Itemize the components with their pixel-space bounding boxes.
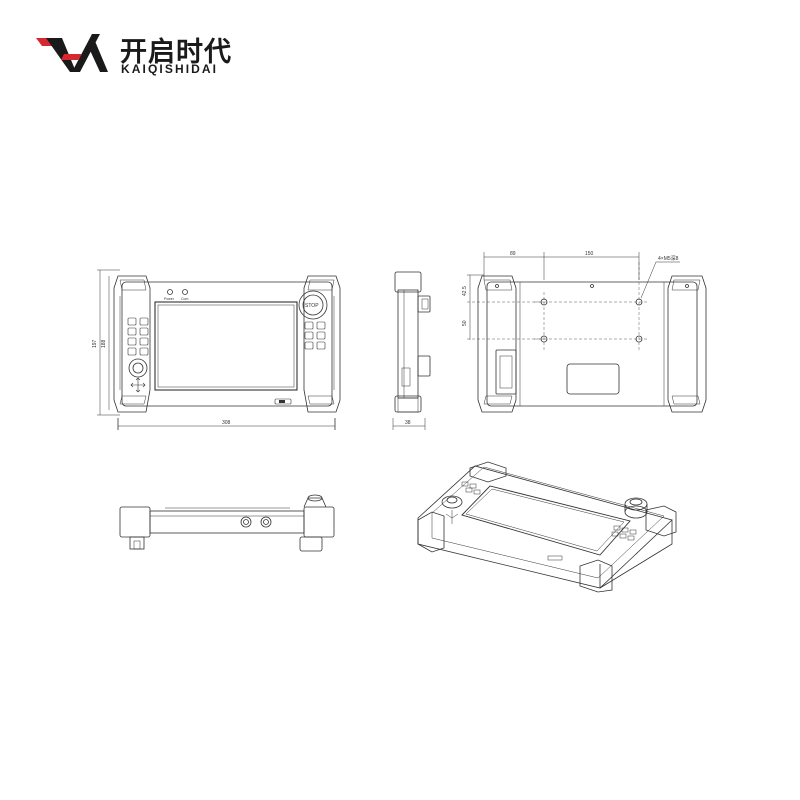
back-hole-callout: 4×M5深8 (658, 255, 679, 262)
back-dim-top-1: 89 (510, 251, 516, 257)
back-dim-left-1: 42.5 (462, 286, 468, 296)
side-depth-label: 38 (405, 420, 411, 426)
stop-label: STOP (305, 303, 319, 309)
brand-name-en: KAIQISHIDAI (121, 62, 219, 76)
isometric-view (417, 461, 677, 593)
indicator-com-label: Com (181, 297, 188, 301)
bottom-view (119, 494, 335, 552)
front-width-label: 308 (222, 420, 231, 426)
back-view: 89 150 4×M5深8 42.5 50 (462, 251, 707, 413)
back-dim-left-2: 50 (462, 320, 468, 326)
front-height-outer-label: 197 (92, 339, 98, 348)
side-view: 38 (392, 271, 431, 430)
front-view: 308 197 188 Power Com STOP (92, 269, 341, 430)
kaiqishidai-logo-mark (36, 34, 108, 72)
brand-name-cn: 开启时代 (120, 37, 232, 68)
front-height-inner-label: 188 (101, 339, 107, 348)
indicator-power-label: Power (164, 297, 175, 301)
back-dim-top-2: 150 (585, 251, 594, 257)
